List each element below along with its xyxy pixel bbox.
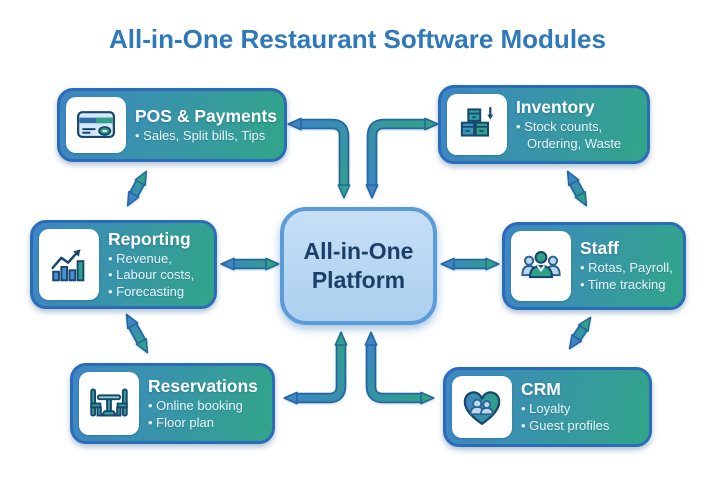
page-title: All-in-One Restaurant Software Modules	[109, 24, 606, 54]
module-pos-payments: POS & Payments • Sales, Split bills, Tip…	[57, 88, 287, 162]
central-platform-box: All-in-One Platform	[280, 207, 437, 325]
arrow-pos-reporting	[126, 170, 148, 207]
module-bullet: • Floor plan	[148, 414, 214, 430]
arrow-center-to-crm	[364, 331, 435, 405]
module-bullet: • Stock counts, Ordering, Waste	[516, 118, 622, 151]
bar-chart-icon	[39, 229, 99, 300]
arrow-pos-to-center	[287, 117, 351, 199]
arrow-center-to-reservations	[283, 331, 348, 405]
central-platform-line2: Platform	[311, 267, 406, 293]
module-title: Reporting	[108, 228, 191, 249]
module-reservations: Reservations • Online booking • Floor pl…	[70, 363, 275, 444]
module-bullet: • Revenue,	[108, 250, 172, 266]
heart-people-icon	[452, 376, 512, 438]
module-bullet: • Loyalty	[521, 401, 571, 417]
module-title: Reservations	[148, 375, 258, 396]
credit-card-icon	[66, 97, 126, 153]
module-title: POS & Payments	[135, 105, 277, 126]
arrow-reporting-reservations	[125, 313, 149, 354]
module-title: Inventory	[516, 96, 595, 117]
module-bullet: • Rotas, Payroll,	[580, 260, 673, 276]
arrow-inventory-staff	[566, 170, 588, 207]
staff-people-icon	[511, 231, 571, 301]
central-platform-line1: All-in-One	[303, 238, 414, 265]
inventory-boxes-icon	[447, 94, 507, 155]
module-crm: CRM • Loyalty • Guest profiles	[443, 367, 652, 447]
module-bullet: • Time tracking	[580, 277, 666, 293]
module-inventory: Inventory • Stock counts, Ordering, Wast…	[438, 85, 650, 164]
module-bullet: • Sales, Split bills, Tips	[135, 127, 266, 143]
module-title: CRM	[521, 379, 561, 400]
module-bullet: • Labour costs,	[108, 267, 195, 283]
arrow-center-to-inventory	[365, 117, 439, 199]
module-bullet: • Online booking	[148, 397, 243, 413]
module-staff: Staff • Rotas, Payroll, • Time tracking	[502, 222, 686, 310]
module-title: Staff	[580, 238, 619, 259]
module-bullet: • Guest profiles	[521, 418, 610, 434]
module-bullet: • Forecasting	[108, 283, 185, 299]
table-chairs-icon	[79, 372, 139, 435]
module-reporting: Reporting • Revenue, • Labour costs, • F…	[30, 220, 217, 309]
arrow-staff-crm	[568, 316, 592, 350]
